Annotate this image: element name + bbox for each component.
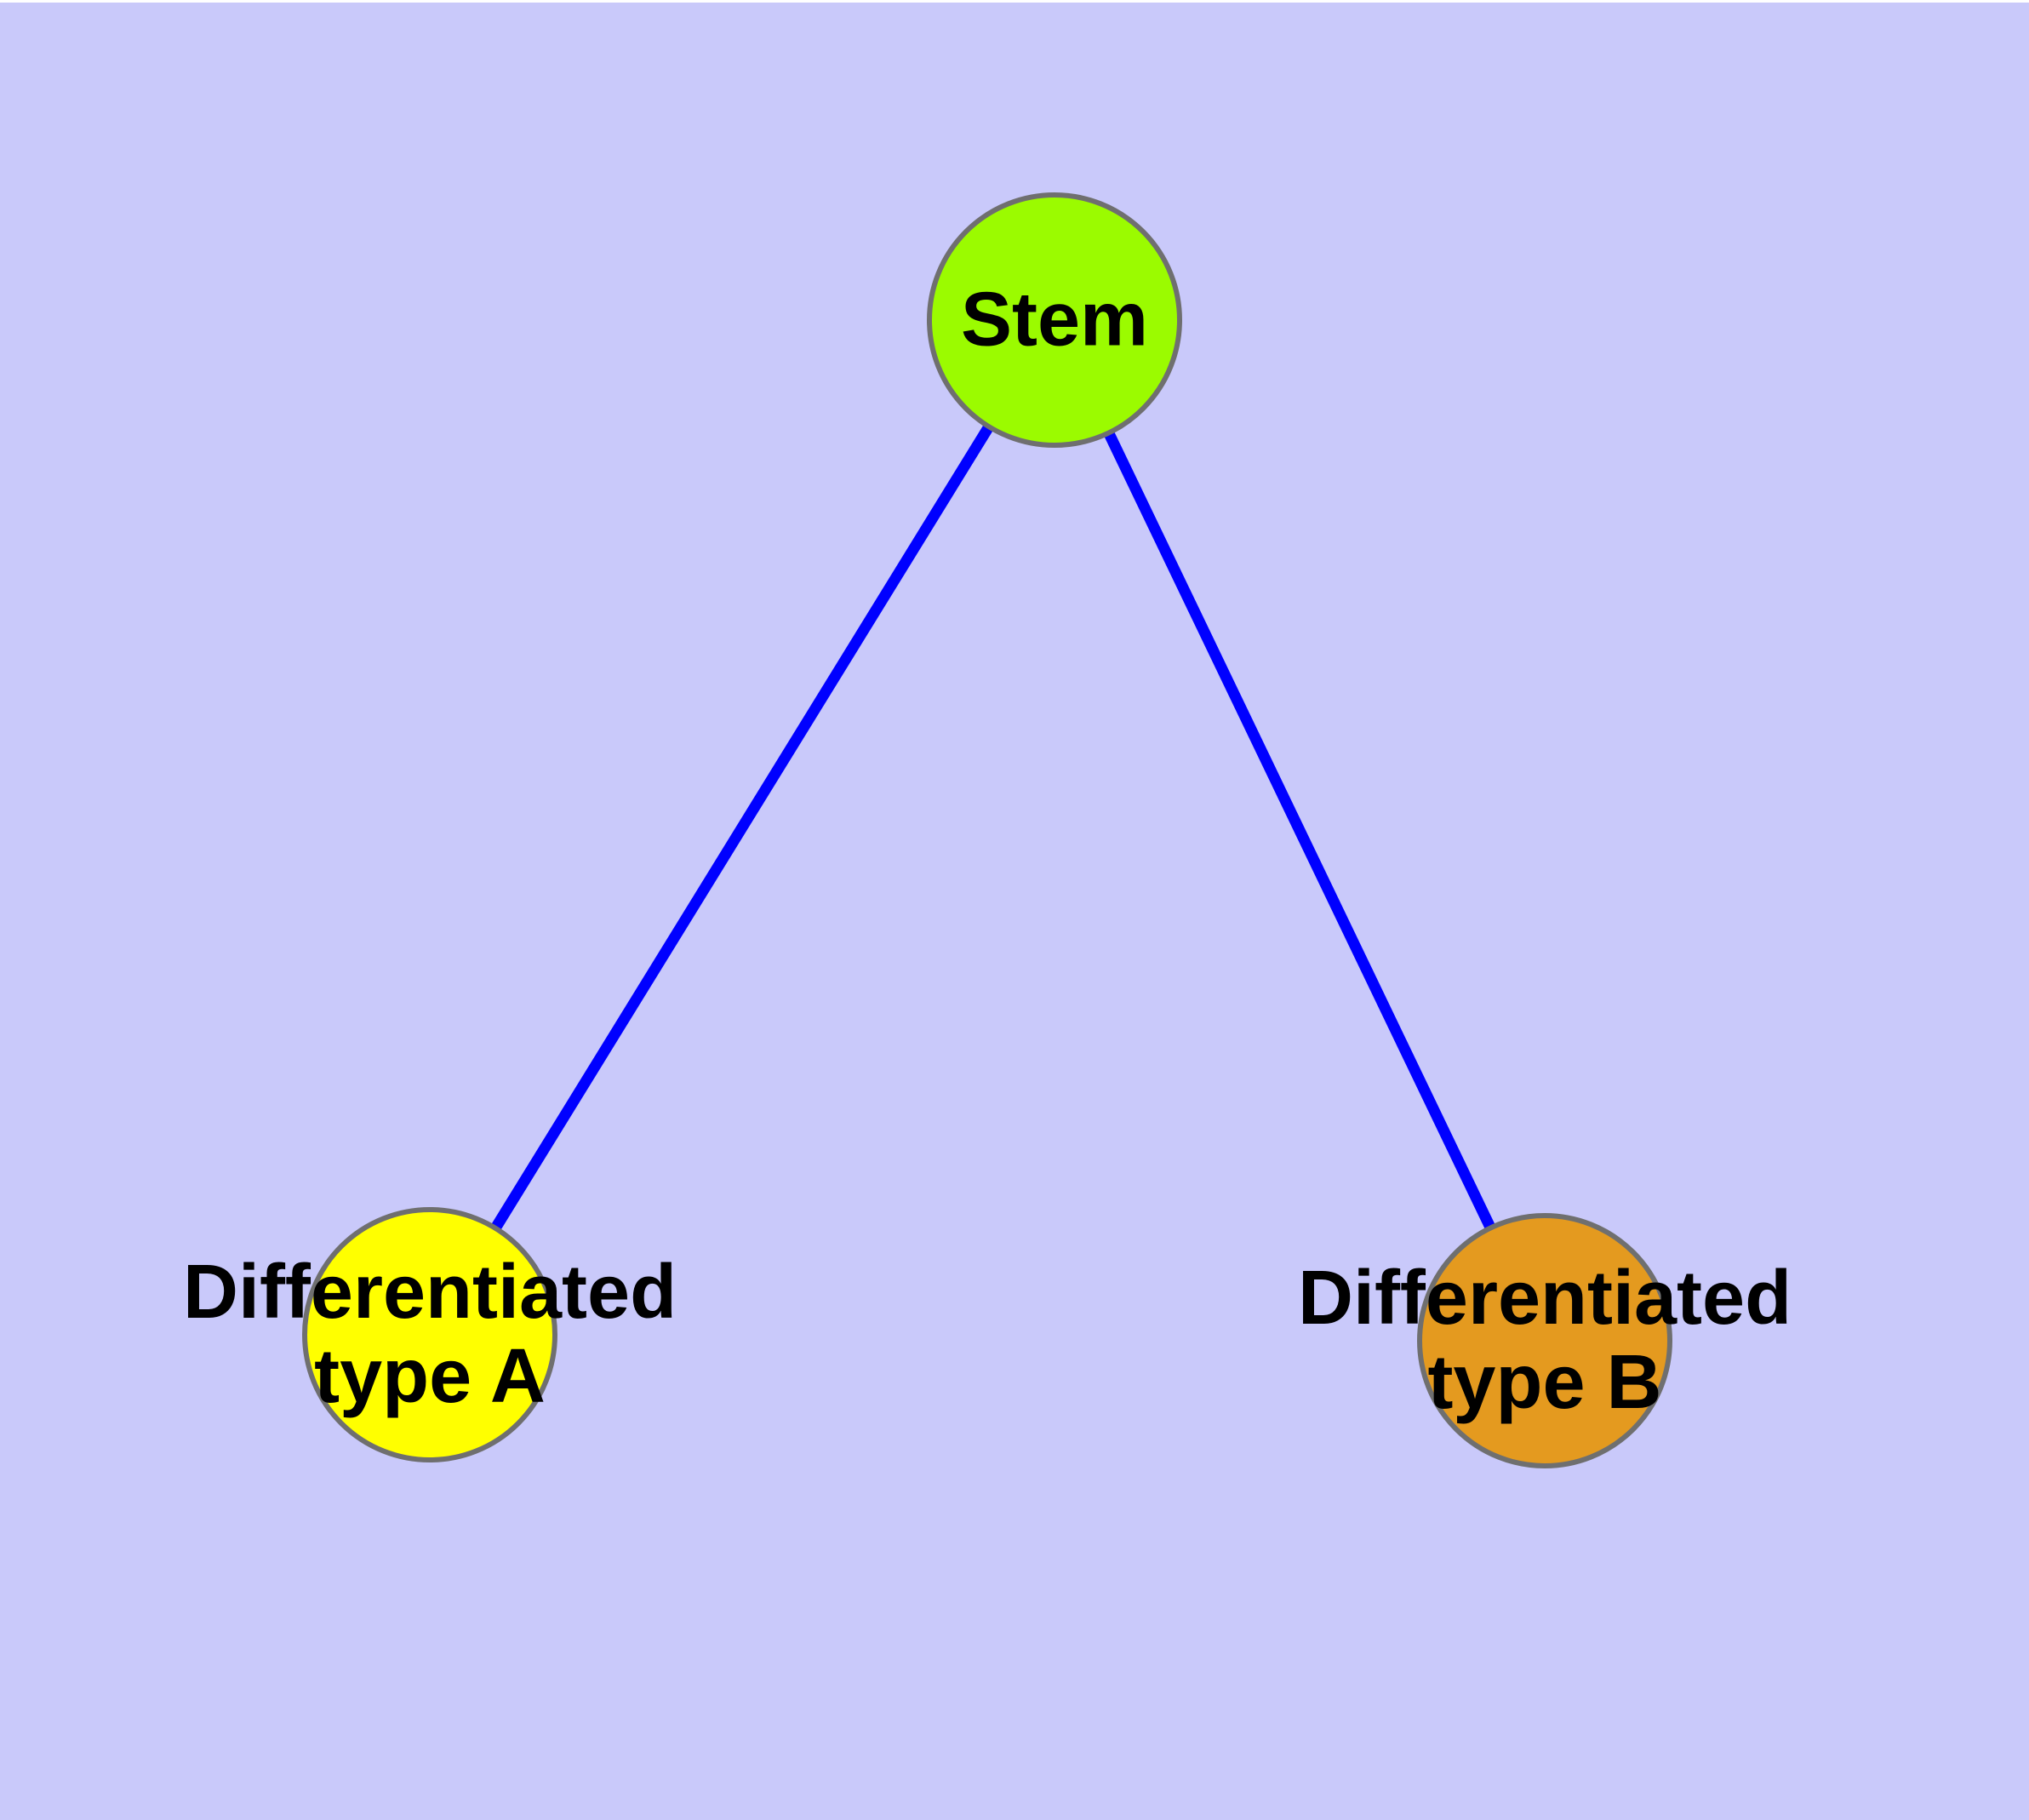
- node-label-differentiated-type-a: Differentiated type A: [182, 1250, 677, 1419]
- edge-layer: [425, 317, 1550, 1343]
- node-differentiated-type-b: [1417, 1213, 1672, 1468]
- edge-stem-to-type-a: [425, 317, 1060, 1338]
- node-differentiated-type-a: [302, 1207, 557, 1462]
- edge-stem-to-type-b: [1049, 318, 1550, 1343]
- node-label-stem: Stem: [960, 277, 1149, 363]
- node-stem: [927, 192, 1182, 448]
- node-label-differentiated-type-b: Differentiated type B: [1297, 1256, 1792, 1425]
- diagram-canvas: Stem Differentiated type A Differentiate…: [0, 3, 2029, 1820]
